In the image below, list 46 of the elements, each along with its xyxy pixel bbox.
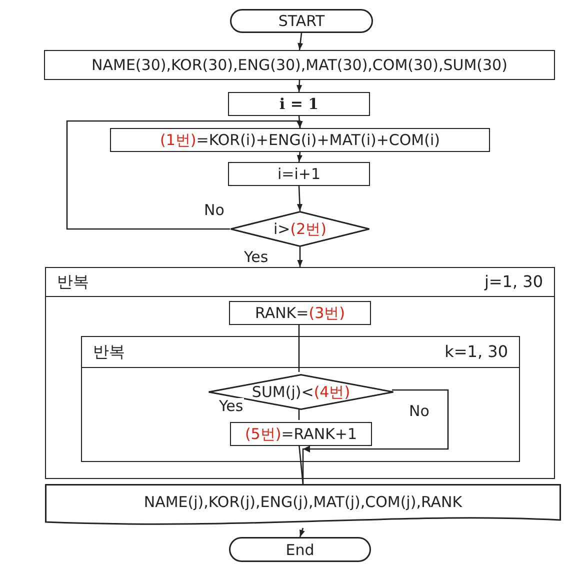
process-box <box>44 50 555 80</box>
loop-box <box>45 267 555 479</box>
edge-label: No <box>203 202 226 218</box>
loop-label: 반복 <box>56 274 90 290</box>
statement-text: (5번) <box>244 424 282 444</box>
arrow <box>66 120 303 230</box>
terminal-text: START <box>278 12 325 30</box>
condition-text: SUM(j)< <box>252 383 314 401</box>
arrow <box>299 528 305 538</box>
decision-diamond <box>208 374 394 410</box>
statement-text: =RANK+1 <box>281 425 358 443</box>
condition-text: i> <box>274 220 290 238</box>
condition-text: (4번) <box>314 382 350 402</box>
statement-text: NAME(j),KOR(j),ENG(j),MAT(j),COM(j),RANK <box>144 493 462 511</box>
statement-text: i=i+1 <box>277 165 320 183</box>
arrow <box>296 116 302 128</box>
decision-diamond <box>230 211 370 247</box>
loop-box <box>81 336 520 462</box>
output-box <box>45 484 561 528</box>
process-box <box>229 301 371 325</box>
connector-line <box>298 444 304 484</box>
terminal-text: End <box>286 540 314 558</box>
arrow <box>296 186 303 212</box>
edge-label: No <box>408 403 430 419</box>
loop-range: j=1, 30 <box>483 274 544 290</box>
edge-label: Yes <box>243 249 270 265</box>
arrow <box>297 247 303 267</box>
edge-label: Yes <box>218 398 244 414</box>
statement-text: NAME(30),KOR(30),ENG(30),MAT(30),COM(30),SUM(30) <box>92 56 508 74</box>
statement-text: (1번) <box>160 130 196 150</box>
connector-line <box>298 408 300 420</box>
process-box <box>228 92 370 116</box>
statement-text: RANK= <box>255 304 309 322</box>
arrow <box>296 80 302 92</box>
arrow <box>296 152 302 162</box>
process-box <box>110 128 490 152</box>
loop-range: k=1, 30 <box>444 344 509 360</box>
condition-text: (2번) <box>290 220 326 238</box>
arrow <box>298 32 304 50</box>
process-box <box>228 162 370 186</box>
loop-label: 반복 <box>92 344 126 360</box>
statement-text: (3번) <box>308 304 345 322</box>
statement-text: =KOR(i)+ENG(i)+MAT(i)+COM(i) <box>196 131 440 149</box>
connector-line <box>298 324 300 372</box>
process-box <box>230 422 372 446</box>
statement-text: i = 1 <box>279 95 319 113</box>
